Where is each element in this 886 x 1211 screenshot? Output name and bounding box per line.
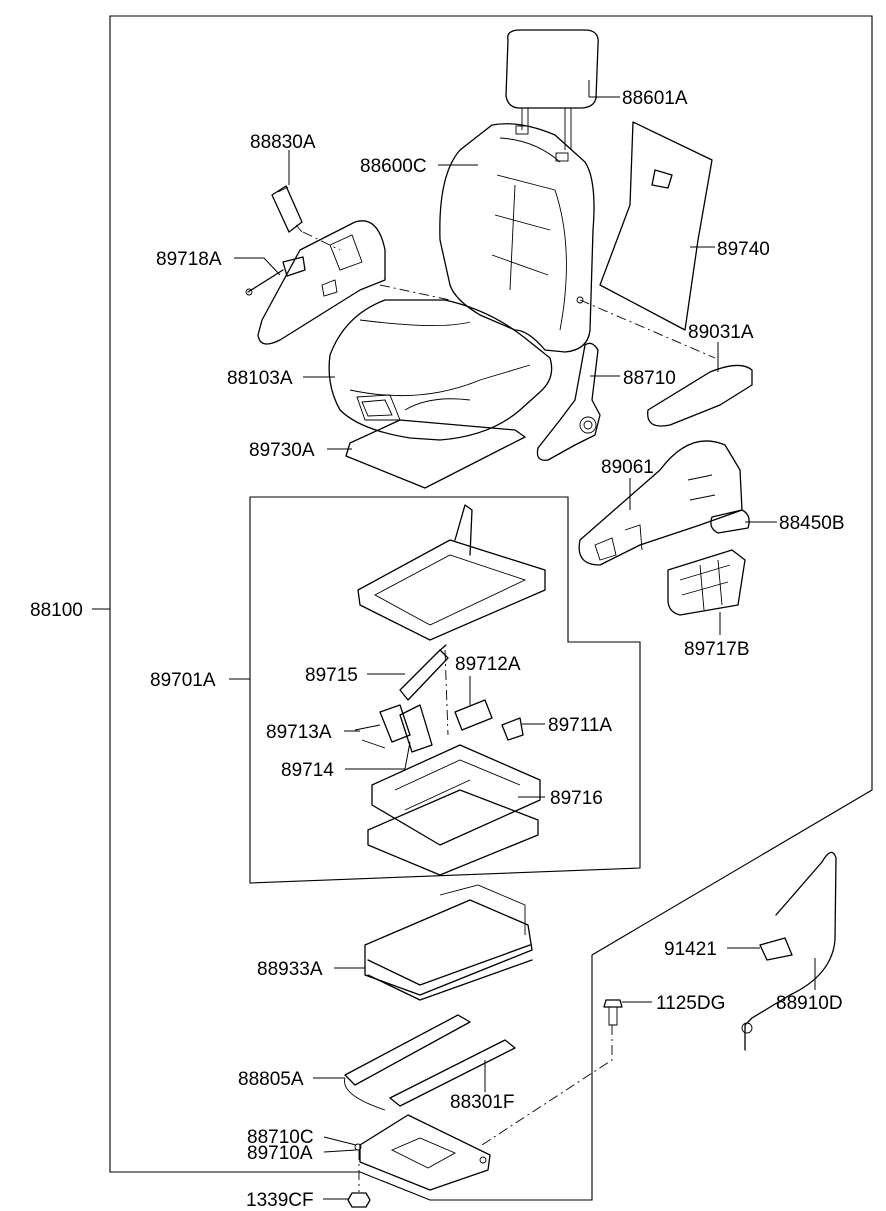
- leader-88710C: [323, 1136, 357, 1146]
- adjuster-bracket: [454, 699, 493, 731]
- bolt: [603, 999, 623, 1026]
- seat-mat: [345, 419, 526, 489]
- seat-tray: [364, 884, 533, 1001]
- upper-seat-frame: [357, 504, 546, 641]
- label-88100: 88100: [30, 600, 83, 621]
- slide-rails: [344, 1014, 516, 1111]
- label-89713A: 89713A: [266, 722, 332, 743]
- label-89711A: 89711A: [548, 715, 612, 736]
- assembly-line-2: [379, 284, 451, 301]
- label-88710C: 88710C: [247, 1127, 314, 1148]
- knob: [710, 509, 750, 534]
- release-cable: [741, 851, 837, 1051]
- leader-89718A: [234, 257, 281, 276]
- label-88910D: 88910D: [776, 993, 843, 1014]
- leader-89710A: [323, 1149, 357, 1153]
- cable-label-tag: [759, 937, 793, 961]
- label-89740: 89740: [717, 239, 770, 260]
- label-89718A: 89718A: [156, 249, 222, 270]
- lumbar-unit: [667, 549, 746, 616]
- label-89717B: 89717B: [684, 639, 750, 660]
- assembly-line-1: [302, 231, 341, 251]
- label-89701A: 89701A: [150, 670, 216, 691]
- label-88450B: 88450B: [779, 513, 845, 534]
- label-89031A: 89031A: [688, 322, 754, 343]
- back-board: [599, 121, 713, 331]
- lower-riser-frame: [367, 744, 541, 876]
- label-89710A: 89710A: [247, 1143, 313, 1164]
- leader-88601A: [588, 80, 620, 98]
- assembly-frame: [109, 15, 873, 1201]
- label-89714: 89714: [281, 760, 334, 781]
- side-trim-upper: [647, 364, 753, 427]
- assembly-line-3: [579, 299, 716, 359]
- seat-cushion: [328, 299, 553, 441]
- label-89730A: 89730A: [249, 440, 315, 461]
- label-88933A: 88933A: [257, 959, 323, 980]
- lever-handle: [245, 256, 306, 296]
- label-91421: 91421: [664, 939, 717, 960]
- label-89716: 89716: [550, 788, 603, 809]
- label-88600C: 88600C: [360, 156, 427, 177]
- height-adjuster-left: [354, 704, 433, 753]
- label-88601A: 88601A: [622, 88, 688, 109]
- gas-spring: [399, 644, 449, 701]
- label-89712A: 89712A: [455, 654, 521, 675]
- label-88710: 88710: [623, 368, 676, 389]
- label-89715: 89715: [305, 665, 358, 686]
- frame-assembly-box: [249, 496, 641, 884]
- adjuster-spring: [501, 717, 524, 741]
- label-89061: 89061: [601, 457, 654, 478]
- label-88301F: 88301F: [450, 1092, 514, 1113]
- label-88805A: 88805A: [238, 1069, 304, 1090]
- headrest: [505, 29, 599, 150]
- label-88830A: 88830A: [250, 132, 316, 153]
- side-cover-left: [257, 220, 386, 345]
- base-plate: [354, 1114, 491, 1191]
- label-1339CF: 1339CF: [246, 1190, 314, 1211]
- label-88103A: 88103A: [227, 368, 293, 389]
- nut: [347, 1192, 371, 1208]
- recliner-mechanism: [536, 342, 601, 461]
- label-1125DG: 1125DG: [656, 993, 725, 1014]
- seat-belt-buckle: [271, 185, 303, 233]
- leader-89714: [345, 741, 411, 770]
- seat-back: [439, 123, 595, 353]
- side-cover-right: [578, 440, 743, 566]
- assembly-line-4: [481, 1025, 613, 1146]
- assembly-line-6: [444, 649, 449, 736]
